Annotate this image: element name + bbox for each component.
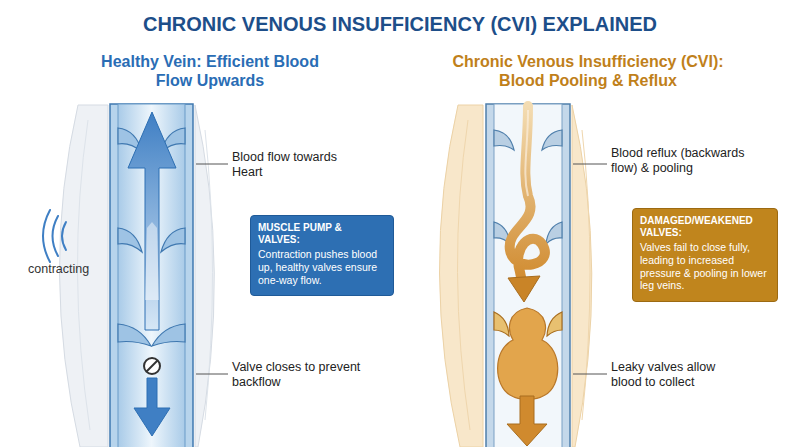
callout-label: Valve closes to prevent backflow bbox=[232, 360, 364, 390]
leader-lines bbox=[196, 164, 607, 374]
callout-label: Blood flow towards Heart bbox=[232, 150, 344, 180]
box-body: Contraction pushes blood up, healthy val… bbox=[258, 248, 386, 286]
box-heading: DAMAGED/WEAKENED VALVES: bbox=[640, 215, 770, 239]
info-box: DAMAGED/WEAKENED VALVES:Valves fail to c… bbox=[632, 208, 778, 302]
panel-heading: Healthy Vein: Efficient Blood Flow Upwar… bbox=[95, 52, 325, 90]
callout-label: Blood reflux (backwards flow) & pooling bbox=[611, 146, 745, 176]
box-body: Valves fail to close fully, leading to i… bbox=[640, 241, 770, 292]
panel-heading: Chronic Venous Insufficiency (CVI): Bloo… bbox=[428, 52, 748, 90]
contraction-waves bbox=[43, 210, 66, 262]
healthy-vein bbox=[110, 104, 193, 447]
action-label: contracting bbox=[28, 262, 108, 277]
cvi-vein bbox=[486, 104, 570, 447]
info-box: MUSCLE PUMP & VALVES:Contraction pushes … bbox=[250, 215, 394, 296]
callout-label: Leaky valves allow blood to collect bbox=[611, 360, 745, 390]
box-heading: MUSCLE PUMP & VALVES: bbox=[258, 222, 386, 246]
diagram-title: CHRONIC VENOUS INSUFFICIENCY (CVI) EXPLA… bbox=[0, 12, 800, 36]
